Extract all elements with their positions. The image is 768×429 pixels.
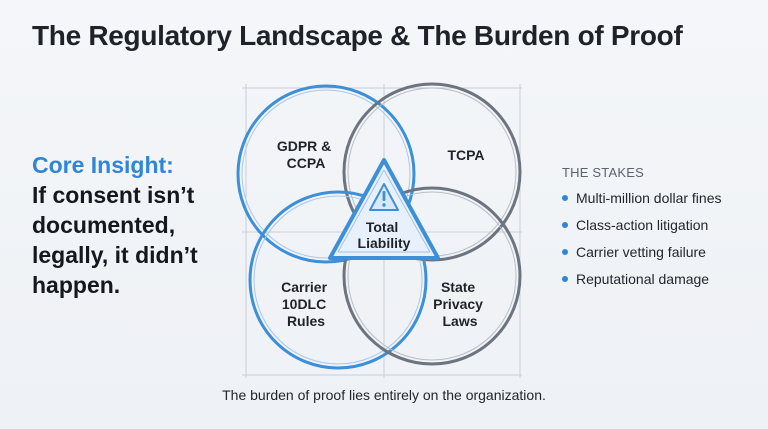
label-gdpr-ccpa: GDPR & CCPA (277, 138, 335, 171)
stakes-item: Class-action litigation (562, 217, 762, 244)
core-insight-text: If consent isn’t documented, legally, it… (32, 182, 198, 298)
stakes-item: Carrier vetting failure (562, 244, 762, 271)
label-carrier-10dlc: Carrier 10DLC Rules (281, 279, 331, 329)
circle-state-privacy-inner (347, 191, 517, 361)
bullet-dot-icon (562, 276, 568, 282)
bullet-dot-icon (562, 249, 568, 255)
center-triangle-inner (337, 169, 431, 253)
label-state-privacy: State Privacy Laws (433, 279, 487, 329)
stakes-title: THE STAKES (562, 165, 644, 180)
label-tcpa: TCPA (447, 147, 484, 163)
page-title: The Regulatory Landscape & The Burden of… (32, 20, 683, 51)
stakes-panel: THE STAKES Multi-million dollar fines Cl… (562, 165, 762, 298)
core-insight-heading: Core Insight: (32, 152, 174, 178)
label-total-liability: Total Liability (358, 219, 411, 251)
bullet-dot-icon (562, 195, 568, 201)
circle-gdpr-ccpa-inner (241, 89, 411, 259)
stakes-item: Multi-million dollar fines (562, 190, 762, 217)
circle-carrier-10dlc-inner (253, 195, 423, 365)
stakes-item: Reputational damage (562, 271, 762, 298)
bullet-dot-icon (562, 222, 568, 228)
circle-carrier-10dlc (248, 190, 428, 370)
stakes-list: Multi-million dollar fines Class-action … (562, 190, 762, 298)
core-insight: Core Insight: If consent isn’t documente… (32, 150, 247, 300)
burden-of-proof-caption: The burden of proof lies entirely on the… (222, 387, 546, 403)
circle-state-privacy (342, 186, 522, 366)
warning-triangle-icon (369, 183, 399, 211)
circle-gdpr-ccpa (236, 84, 416, 264)
venn-guide-grid (242, 84, 522, 378)
